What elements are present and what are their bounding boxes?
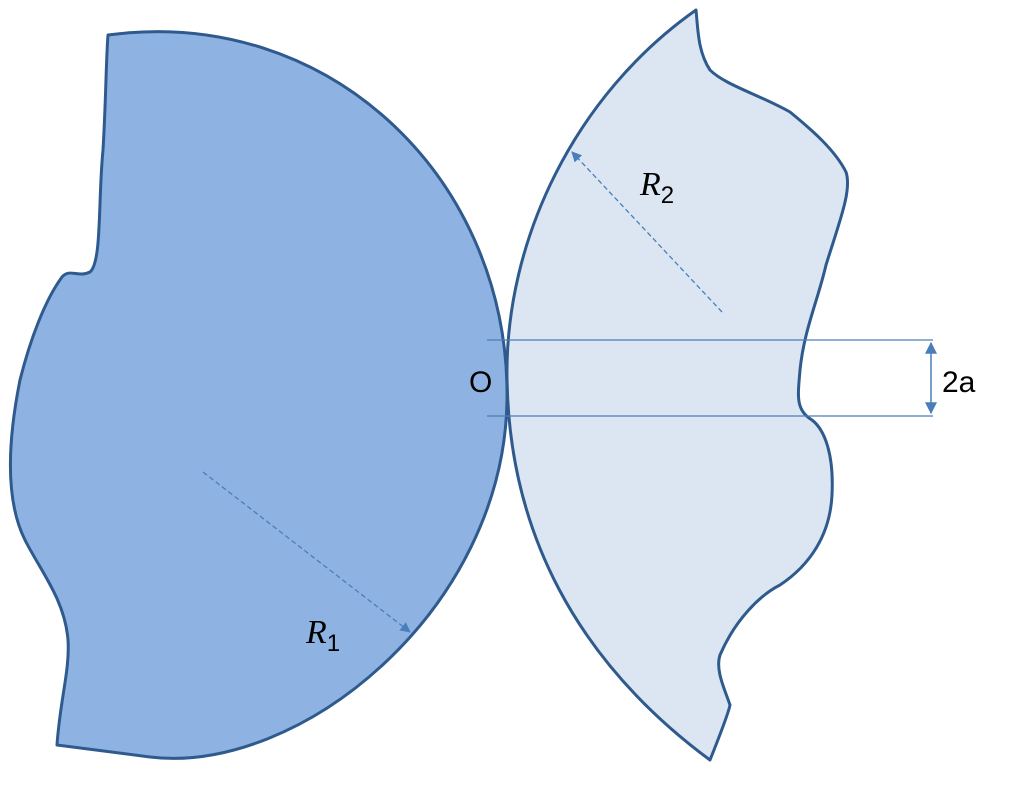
radius-1-symbol: R bbox=[305, 614, 327, 651]
radius-1-arrow bbox=[202, 471, 411, 633]
radius-1-label: R1 bbox=[305, 614, 340, 657]
radius-2-arrow bbox=[571, 151, 723, 313]
radius-2-subscript: 2 bbox=[661, 182, 674, 209]
radius-2-symbol: R bbox=[639, 166, 661, 203]
radius-2-label: R2 bbox=[639, 166, 674, 209]
body-2 bbox=[505, 8, 850, 762]
body-1 bbox=[9, 30, 509, 760]
contact-width-label: 2a bbox=[942, 366, 976, 399]
contact-point-label: O bbox=[469, 366, 492, 399]
radius-1-subscript: 1 bbox=[327, 630, 340, 657]
